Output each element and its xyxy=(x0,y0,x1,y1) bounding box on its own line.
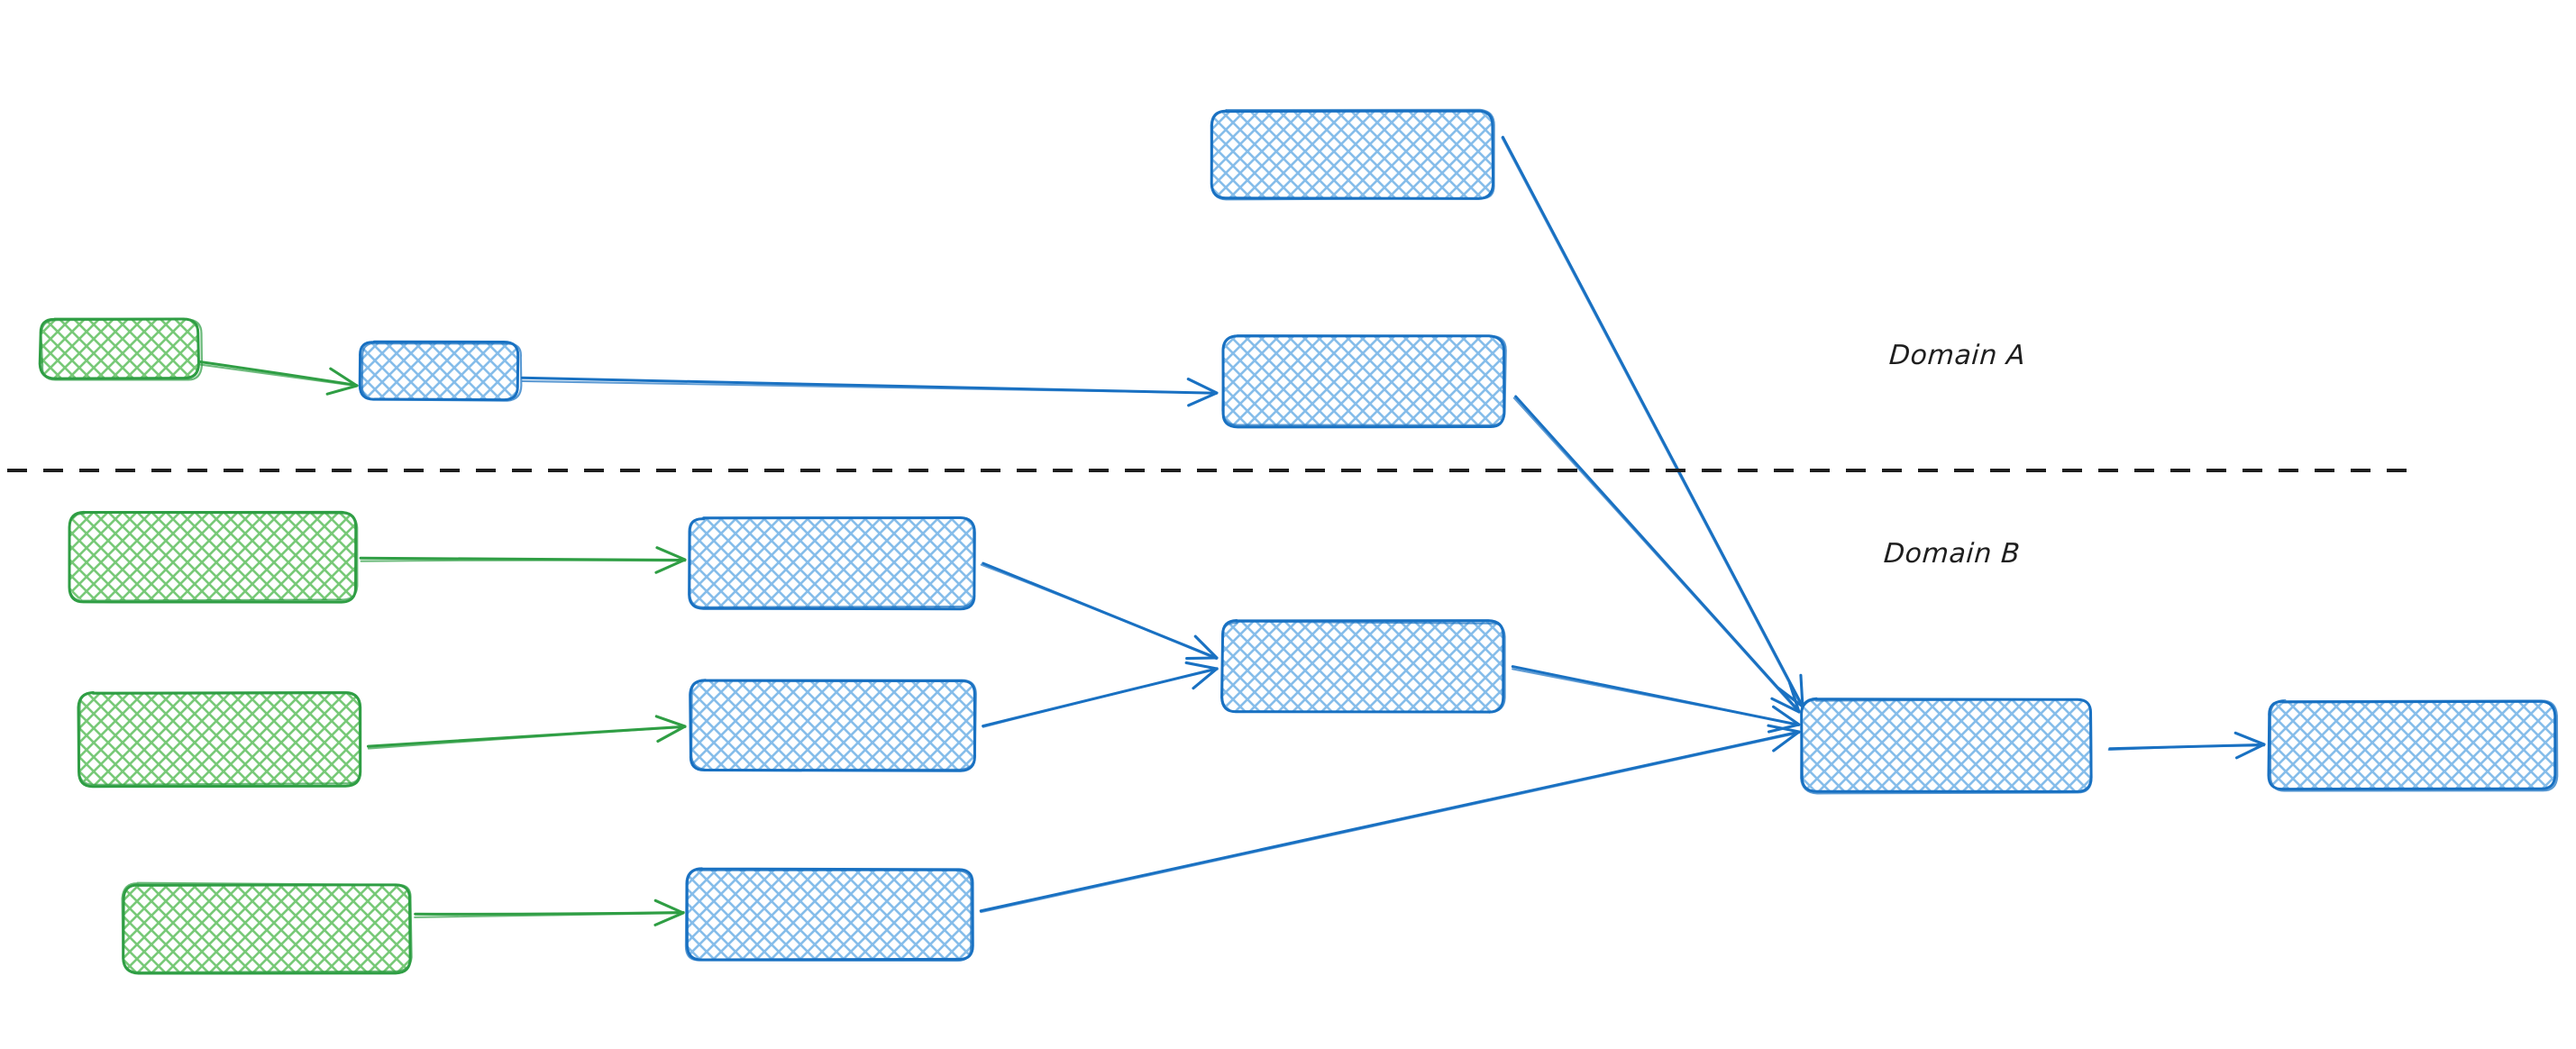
node-outline xyxy=(1210,108,1495,201)
node-fill xyxy=(687,870,972,960)
edge-e5[interactable] xyxy=(359,546,687,574)
edge-line xyxy=(979,730,1801,913)
node-outline xyxy=(69,511,359,602)
edge-e1[interactable] xyxy=(198,360,359,396)
edge-e7[interactable] xyxy=(414,898,685,926)
node-b-blue-3[interactable] xyxy=(684,867,974,962)
domain-a-label: Domain A xyxy=(1887,340,2027,371)
node-fill xyxy=(690,518,974,608)
node-a-green-1[interactable] xyxy=(38,317,204,381)
node-fill xyxy=(361,342,519,399)
node-b-green-2[interactable] xyxy=(77,690,362,789)
edge-e9[interactable] xyxy=(982,661,1219,728)
edge-line xyxy=(982,668,1219,728)
edge-e3[interactable] xyxy=(1501,135,1804,708)
edge-e12[interactable] xyxy=(2107,731,2266,760)
arrowhead xyxy=(654,715,687,743)
arrowhead xyxy=(1184,661,1219,690)
node-b-final[interactable] xyxy=(2267,698,2559,792)
node-outline xyxy=(1221,620,1506,714)
edge-e11[interactable] xyxy=(1511,665,1801,734)
domain-b-label: Domain B xyxy=(1882,538,2022,570)
node-a-blue-top[interactable] xyxy=(1210,108,1495,201)
node-a-blue-1[interactable] xyxy=(358,340,523,402)
node-fill xyxy=(41,320,199,379)
edge-e2[interactable] xyxy=(520,376,1219,407)
node-fill xyxy=(1212,112,1494,199)
edge-line xyxy=(199,363,359,388)
edge-line xyxy=(980,563,1218,661)
node-outline xyxy=(78,690,361,786)
edge-line xyxy=(1512,397,1800,714)
node-outline xyxy=(38,317,200,380)
node-outline xyxy=(689,516,976,608)
node-b-merge[interactable] xyxy=(1220,618,1506,714)
arrowhead xyxy=(1186,378,1219,407)
node-outline xyxy=(361,342,523,402)
edge-line xyxy=(521,379,1219,395)
node-b-green-1[interactable] xyxy=(68,510,359,604)
node-outline xyxy=(2269,698,2559,792)
edge-line xyxy=(367,725,687,750)
arrowhead xyxy=(1185,634,1219,661)
arrowhead xyxy=(653,898,685,926)
edge-line xyxy=(1501,136,1804,708)
node-fill xyxy=(1222,622,1503,712)
node-outline xyxy=(122,883,412,975)
arrowhead xyxy=(654,546,687,574)
edge-layer xyxy=(198,135,2266,926)
node-b-green-3[interactable] xyxy=(121,881,413,975)
node-b-blue-2[interactable] xyxy=(689,679,977,772)
node-outline xyxy=(2267,699,2557,791)
edge-line xyxy=(2107,744,2266,752)
arrowhead xyxy=(1768,705,1801,734)
edge-line xyxy=(414,912,684,918)
node-fill xyxy=(1222,337,1503,427)
node-b-sink[interactable] xyxy=(1800,697,2093,795)
node-fill xyxy=(690,680,974,771)
node-outline xyxy=(684,868,973,962)
arrowhead xyxy=(325,367,359,396)
node-layer xyxy=(38,108,2559,975)
edge-line xyxy=(980,732,1801,914)
arrowhead xyxy=(2233,731,2266,760)
node-fill xyxy=(70,512,357,600)
edge-e6[interactable] xyxy=(366,715,687,750)
edge-e10[interactable] xyxy=(979,724,1801,914)
edge-e4[interactable] xyxy=(1512,395,1802,714)
node-outline xyxy=(1800,698,2093,795)
node-b-blue-1[interactable] xyxy=(688,516,976,611)
edge-line xyxy=(1512,668,1800,726)
node-a-blue-2[interactable] xyxy=(1221,334,1507,429)
edge-e8[interactable] xyxy=(980,561,1219,661)
node-fill xyxy=(123,885,410,973)
node-outline xyxy=(690,679,977,771)
node-outline xyxy=(121,881,413,974)
node-fill xyxy=(2270,701,2556,789)
node-fill xyxy=(1803,698,2091,791)
node-outline xyxy=(1221,334,1507,426)
arrowhead xyxy=(1767,724,1801,753)
node-outline xyxy=(40,318,204,381)
node-fill xyxy=(79,692,361,785)
arrowhead xyxy=(1770,681,1801,714)
